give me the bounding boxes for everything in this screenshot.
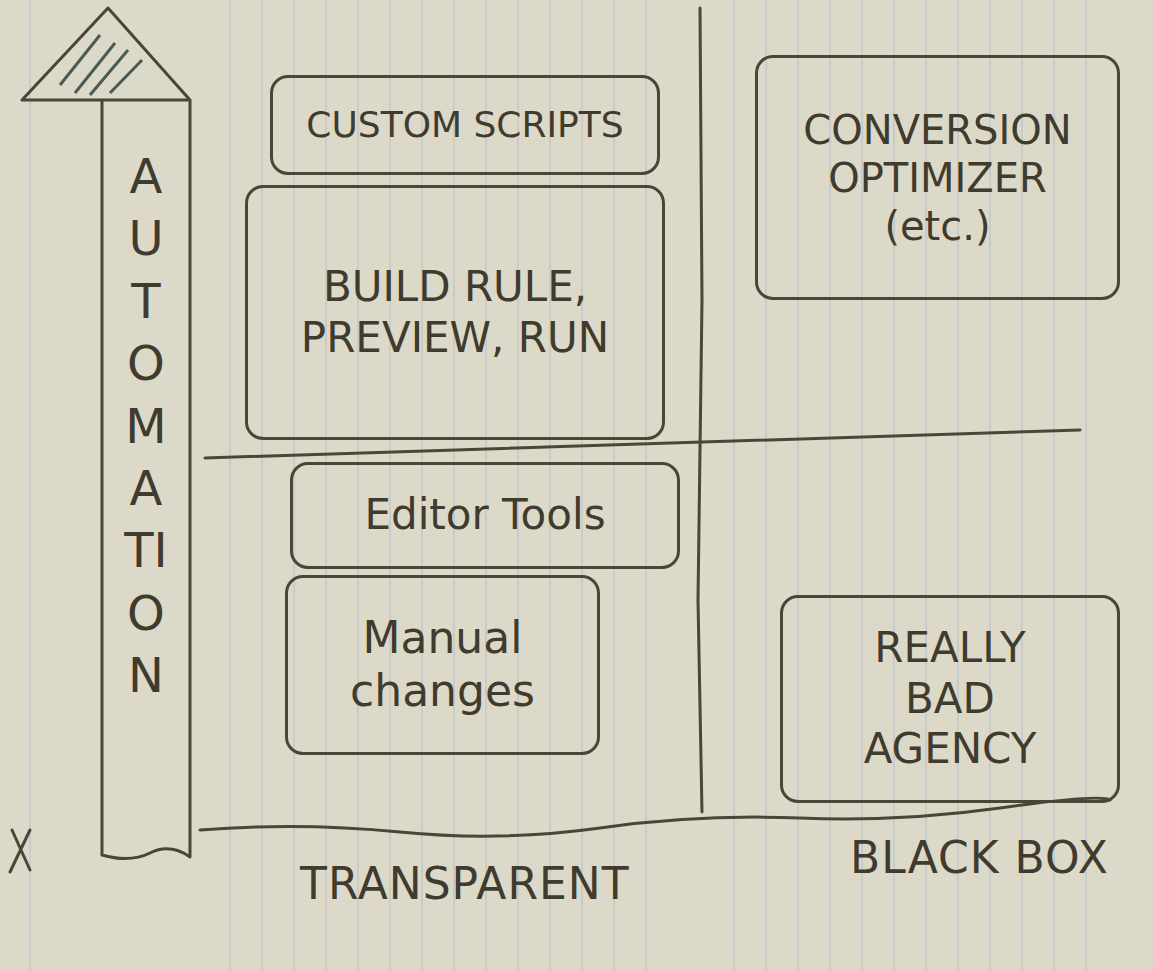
paper-rule: [1085, 0, 1087, 970]
axis-label: BLACK BOX: [850, 832, 1109, 883]
paper-rule: [613, 0, 615, 970]
axis-arrow-band: AUTOMATION: [20, 5, 195, 865]
quadrant-box: BUILD RULE, PREVIEW, RUN: [245, 185, 665, 440]
arrow-hatching: [60, 35, 142, 95]
paper-rule: [357, 0, 359, 970]
axis-mark: [10, 830, 30, 872]
paper-rule: [389, 0, 391, 970]
quadrant-divider: [205, 430, 1080, 458]
paper-rule: [421, 0, 423, 970]
paper-rule: [229, 0, 231, 970]
quadrant-box: CONVERSION OPTIMIZER (etc.): [755, 55, 1120, 300]
box-label: Manual changes: [318, 612, 568, 718]
quadrant-box: REALLY BAD AGENCY: [780, 595, 1120, 803]
paper-rule: [29, 0, 31, 970]
paper-rule: [453, 0, 455, 970]
paper-rule: [485, 0, 487, 970]
quadrant-box: Manual changes: [285, 575, 600, 755]
paper-rule: [645, 0, 647, 970]
paper-rule: [325, 0, 327, 970]
paper-rule: [765, 0, 767, 970]
paper-rule: [581, 0, 583, 970]
arrow-outline: [20, 5, 195, 865]
axis-title: AUTOMATION: [122, 145, 170, 707]
arrow-outline-path: [22, 8, 190, 859]
axis-label: TRANSPARENT: [300, 858, 630, 909]
box-label: Editor Tools: [364, 490, 605, 540]
box-label: BUILD RULE, PREVIEW, RUN: [290, 262, 620, 363]
paper-rule: [733, 0, 735, 970]
paper-rule: [797, 0, 799, 970]
paper-rule: [517, 0, 519, 970]
quadrant-box: CUSTOM SCRIPTS: [270, 75, 660, 175]
paper-rule: [293, 0, 295, 970]
quadrant-divider: [698, 8, 702, 812]
paper-rule: [261, 0, 263, 970]
box-label: REALLY BAD AGENCY: [825, 623, 1075, 774]
quadrant-box: Editor Tools: [290, 462, 680, 569]
box-label: CONVERSION OPTIMIZER (etc.): [788, 106, 1088, 250]
paper-rule: [549, 0, 551, 970]
horizontal-axis: [200, 798, 1110, 836]
box-label: CUSTOM SCRIPTS: [306, 103, 623, 146]
